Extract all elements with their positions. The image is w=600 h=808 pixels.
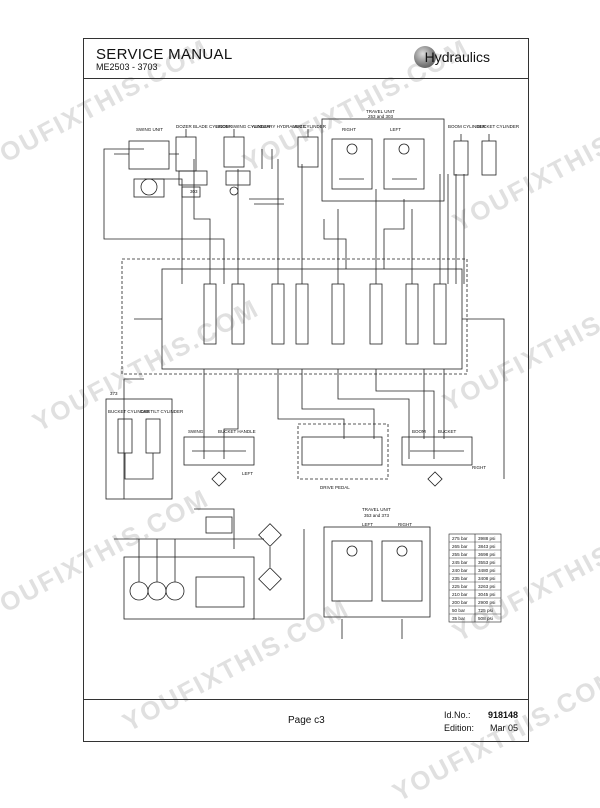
label-code-303: 303	[190, 189, 198, 194]
hydraulic-schematic: SWING UNIT DOZER BLADE CYLINDER BOOM SWI…	[103, 109, 520, 639]
page-footer: Page c3 Id.No.: Edition: 918148 Mar 05	[84, 699, 528, 741]
pressure-bar-cell: 255 bar	[452, 552, 468, 557]
arm-cylinder-symbol	[297, 129, 319, 168]
boom-cylinder-symbol	[453, 134, 469, 176]
label-drive-pedal: DRIVE PEDAL	[320, 485, 350, 490]
label-dozer-blade: DOZER BLADE CYLINDER	[176, 124, 233, 129]
pressure-psi-cell: 3045 psi	[478, 592, 495, 597]
brand-logo-icon	[414, 46, 436, 68]
label-right-top: RIGHT	[342, 127, 356, 132]
supply-lines	[103, 148, 465, 284]
label-cab-tilt: CAB TILT CYLINDER	[140, 409, 184, 414]
label-travel-bottom: TRAVEL UNIT	[362, 507, 391, 512]
swing-unit-symbol	[114, 140, 179, 198]
pressure-psi-cell: 3408 psi	[478, 576, 495, 581]
valve-block-outline	[121, 258, 468, 375]
pressure-bar-cell: 240 bar	[452, 568, 468, 573]
pressure-bar-cell: 35 bar	[452, 616, 465, 621]
model-range: ME2503 - 3703	[96, 62, 158, 72]
pressure-bar-cell: 235 bar	[452, 576, 468, 581]
label-boom-swing: BOOM SWING CYLINDER	[216, 124, 271, 129]
travel-unit-bottom-symbol	[323, 526, 431, 639]
label-travel-top: TRAVEL UNIT	[366, 109, 395, 114]
swing-bucket-valve	[183, 436, 255, 487]
label-boom-cylinder: BOOM CYLINDER	[448, 124, 487, 129]
pressure-psi-cell: 508 psi	[478, 616, 493, 621]
bucket-cylinder-symbol	[481, 134, 497, 176]
pressure-table	[448, 533, 502, 623]
left-cylinders-box	[105, 398, 173, 500]
label-boom: BOOM	[412, 429, 426, 434]
pump-section	[114, 508, 264, 620]
pressure-bar-cell: 265 bar	[452, 544, 468, 549]
label-left-top: LEFT	[390, 127, 401, 132]
return-lines	[123, 318, 505, 499]
valve-spools	[203, 283, 447, 345]
page-number: Page c3	[288, 715, 325, 726]
label-travel-top-sub: 253 and 303	[368, 114, 394, 119]
label-travel-bottom-sub: 353 and 373	[364, 513, 390, 518]
label-left-valve: LEFT	[242, 471, 253, 476]
pressure-psi-cell: 3480 psi	[478, 568, 495, 573]
pressure-bar-cell: 210 bar	[452, 592, 468, 597]
id-values: 918148 Mar 05	[488, 709, 518, 735]
label-left-bottom: LEFT	[362, 522, 373, 527]
auxiliary-hydraulics-symbol	[249, 149, 284, 205]
edition-value: Mar 05	[490, 723, 519, 733]
edition-label: Edition:	[444, 723, 475, 733]
pressure-psi-cell: 3263 psi	[478, 584, 495, 589]
pressure-psi-cell: 3988 psi	[478, 536, 495, 541]
pressure-psi-cell: 3843 psi	[478, 544, 495, 549]
section-title: Hydraulics	[424, 49, 490, 65]
pressure-psi-cell: 725 psi	[478, 608, 493, 613]
label-bucket-handle: BUCKET HANDLE	[218, 429, 256, 434]
id-labels: Id.No.: Edition:	[444, 709, 474, 735]
page-header: SERVICE MANUAL ME2503 - 3703 Hydraulics	[84, 39, 528, 79]
label-auxiliary: AUXILIARY HYDRAULICS	[252, 124, 306, 129]
drive-pedal-valve	[297, 423, 389, 480]
pressure-bar-cell: 225 bar	[452, 584, 468, 589]
dozer-blade-cylinder-symbol	[175, 129, 208, 198]
label-right-bottom: RIGHT	[398, 522, 412, 527]
boom-swing-cylinder-symbol	[223, 129, 251, 196]
label-bucket-cylinder: BUCKET CYLINDER	[477, 124, 520, 129]
component-labels: SWING UNIT DOZER BLADE CYLINDER BOOM SWI…	[108, 109, 520, 527]
pressure-psi-cell: 3553 psi	[478, 560, 495, 565]
label-swing-unit: SWING UNIT	[136, 127, 163, 132]
page-frame: SERVICE MANUAL ME2503 - 3703 Hydraulics …	[83, 38, 529, 742]
pressure-bar-cell: 200 bar	[452, 600, 468, 605]
id-label: Id.No.:	[444, 710, 471, 720]
label-bucket-cylinder-left: BUCKET CYLINDER	[108, 409, 151, 414]
pressure-psi-cell: 2900 psi	[478, 600, 495, 605]
boom-bucket-valve	[401, 436, 473, 487]
pressure-table-rows: 275 bar 3988 psi 265 bar 3843 psi 255 bar 369…	[449, 536, 501, 621]
pressure-psi-cell: 3698 psi	[478, 552, 495, 557]
label-right-valve: RIGHT	[472, 465, 486, 470]
filter-symbols	[252, 523, 305, 620]
pressure-bar-cell: 50 bar	[452, 608, 465, 613]
manual-title: SERVICE MANUAL	[96, 46, 233, 63]
pressure-bar-cell: 275 bar	[452, 536, 468, 541]
label-swing: SWING	[188, 429, 204, 434]
id-value: 918148	[488, 710, 519, 720]
label-arm: ARM CYLINDER	[292, 124, 327, 129]
travel-unit-top-symbol	[321, 118, 445, 202]
label-bucket: BUCKET	[438, 429, 457, 434]
pressure-bar-cell: 245 bar	[452, 560, 468, 565]
label-code-373: 373	[110, 391, 118, 396]
